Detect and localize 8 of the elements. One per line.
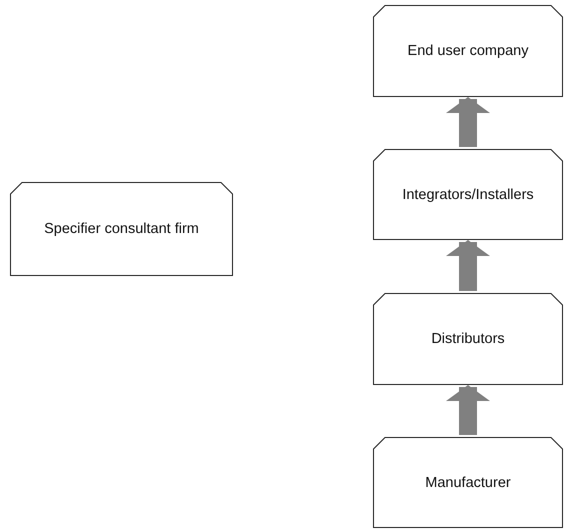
block-arrow — [446, 385, 490, 435]
block-arrow — [446, 240, 490, 291]
node-label: Distributors — [430, 331, 506, 347]
node-label: Manufacturer — [424, 474, 512, 490]
block-arrow — [446, 97, 490, 147]
node-label: Specifier consultant firm — [43, 221, 200, 237]
node-label: End user company — [406, 43, 530, 59]
node-label: Integrators/Installers — [401, 186, 535, 202]
